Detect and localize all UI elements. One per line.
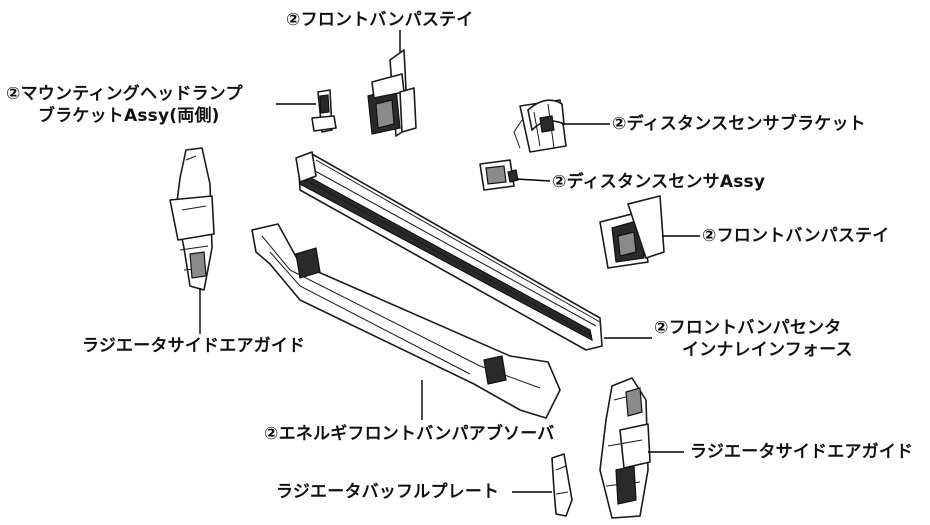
- leader-line-sensor-assy: [515, 178, 551, 182]
- label-distance-sensor-assy: ②ディスタンスセンサAssy: [552, 172, 766, 192]
- radiator-air-guide-left-part: [169, 147, 215, 291]
- front-bumper-stay-right-part: [599, 195, 665, 269]
- bumper-reinforcement-part: [295, 151, 603, 351]
- label-radiator-baffle-plate: ラジエータバッフルプレート: [276, 482, 500, 502]
- label-bumper-reinforcement-line1: ②フロントバンパセンタ: [654, 318, 842, 338]
- label-mounting-headlamp-line1: ②マウンティングヘッドランプ: [6, 84, 243, 104]
- label-bumper-reinforcement-line2: インナレインフォース: [682, 340, 853, 360]
- label-radiator-air-guide-left: ラジエータサイドエアガイド: [82, 336, 306, 356]
- label-front-bumper-stay-top: ②フロントバンパステイ: [286, 10, 474, 30]
- label-radiator-air-guide-right: ラジエータサイドエアガイド: [690, 442, 914, 462]
- energy-absorber-part: [251, 223, 561, 419]
- label-energy-absorber: ②エネルギフロントバンパアブソーバ: [264, 424, 555, 444]
- distance-sensor-part: [479, 159, 519, 191]
- radiator-air-guide-right-part: [599, 377, 651, 519]
- label-mounting-headlamp-line2: ブラケットAssy(両側): [38, 106, 220, 126]
- mounting-headlamp-bracket-part: [311, 89, 337, 133]
- front-bumper-stay-top-part: [367, 49, 417, 137]
- label-front-bumper-stay-right: ②フロントバンパステイ: [702, 226, 890, 246]
- radiator-baffle-plate-part: [551, 453, 573, 517]
- distance-sensor-bracket-part: [513, 99, 567, 153]
- label-distance-sensor-bracket: ②ディスタンスセンサブラケット: [612, 114, 866, 134]
